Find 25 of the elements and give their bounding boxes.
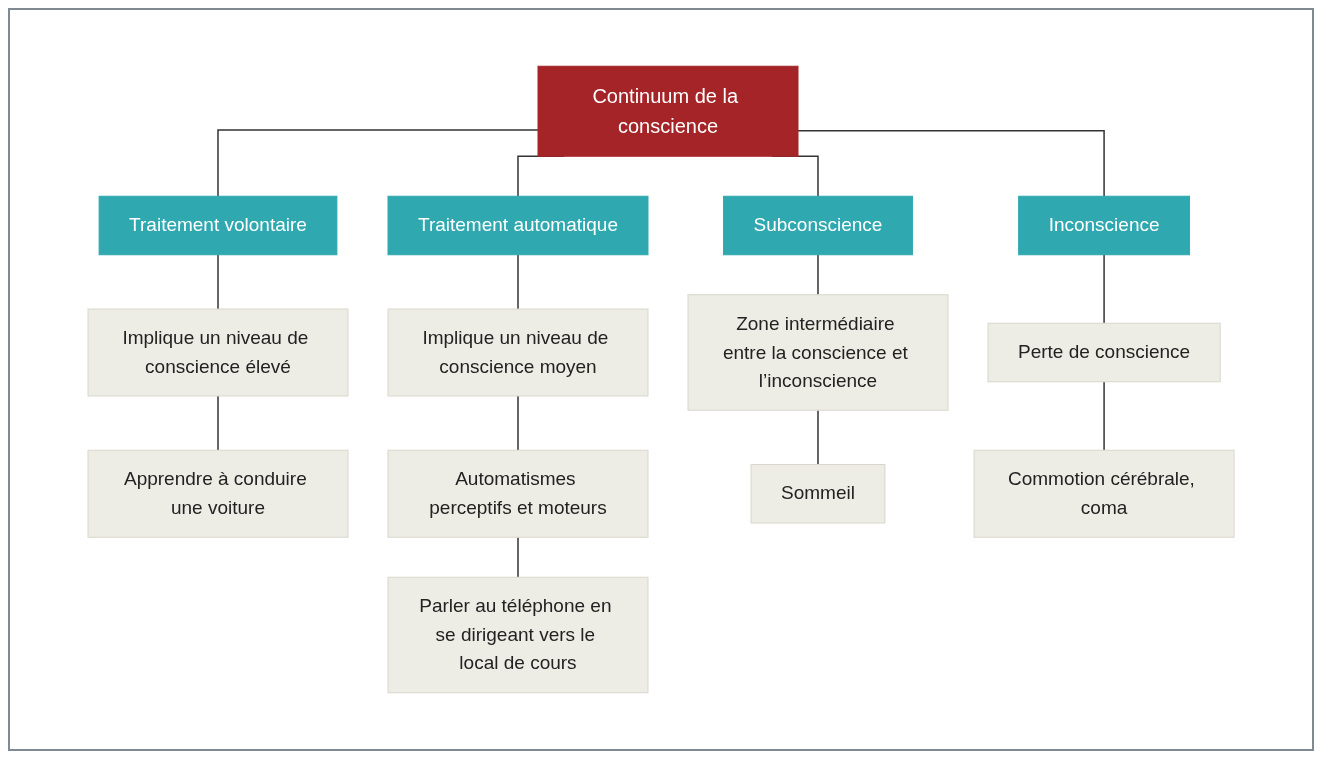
connector [217, 129, 539, 197]
connector [1103, 381, 1105, 451]
connector [517, 536, 519, 578]
connector [817, 409, 819, 466]
connector [517, 395, 519, 451]
connector [797, 129, 1105, 197]
connector [817, 254, 819, 296]
connector [517, 254, 519, 310]
node-box: Subconscience [723, 195, 913, 256]
node-box: Apprendre à conduire une voiture [87, 449, 349, 538]
connector [217, 395, 219, 451]
node-box: Traitement volontaire [98, 195, 338, 256]
node-box: Sommeil [750, 464, 886, 524]
connector [1103, 254, 1105, 324]
node-box: Automatismes perceptifs et moteurs [387, 449, 649, 538]
node-box: Continuum de la conscience [537, 65, 799, 157]
node-box: Implique un niveau de conscience élevé [87, 308, 349, 397]
node-box: Inconscience [1018, 195, 1190, 256]
node-box: Implique un niveau de conscience moyen [387, 308, 649, 397]
node-box: Perte de conscience [987, 322, 1221, 383]
node-box: Zone intermédiaire entre la conscience et l’inconscience [687, 294, 949, 411]
node-box: Traitement automatique [387, 195, 649, 256]
connector [217, 254, 219, 310]
node-box: Parler au téléphone en se dirigeant vers le local de cours [387, 576, 649, 694]
node-box: Commotion cérébrale, coma [973, 449, 1235, 538]
